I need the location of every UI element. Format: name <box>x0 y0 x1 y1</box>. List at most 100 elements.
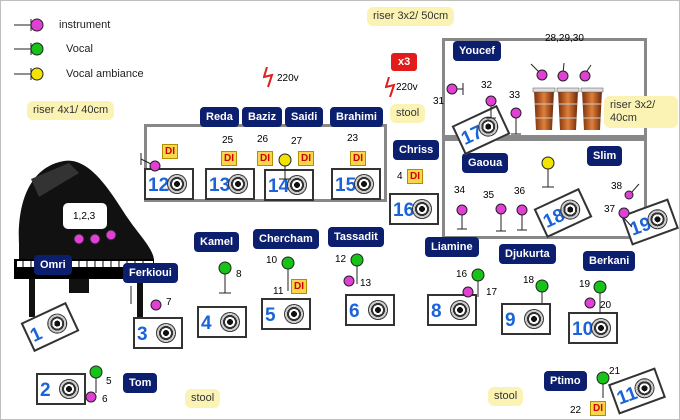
mic-number: 34 <box>454 185 466 196</box>
monitor-wedge: 3 <box>133 317 183 349</box>
musician-tom: Tom <box>123 373 158 393</box>
mic-number: 35 <box>483 190 495 201</box>
mic-number: 10 <box>266 255 278 266</box>
musician-tassadit: Tassadit <box>328 227 384 247</box>
speaker-icon <box>156 323 176 343</box>
note-stool-tom: stool <box>185 389 221 408</box>
di-box: DI <box>291 279 307 294</box>
monitor-wedge: 5 <box>261 298 311 330</box>
speaker-icon <box>284 304 304 324</box>
di-box: DI <box>298 151 314 166</box>
speaker-icon <box>412 199 432 219</box>
mic-number: 18 <box>523 275 535 286</box>
mic-number: 6 <box>102 394 108 405</box>
mic-number: 5 <box>106 376 112 387</box>
monitor-wedge: 9 <box>501 303 551 335</box>
musician-ptimo: Ptimo <box>544 371 587 391</box>
musician-saidi: Saidi <box>285 107 324 127</box>
mic-number: 22 <box>570 405 582 416</box>
monitor-wedge: 2 <box>36 373 86 405</box>
mic-number: 8 <box>236 269 242 280</box>
legend-icons <box>14 18 44 81</box>
musician-chriss: Chriss <box>393 140 440 160</box>
di-box: DI <box>257 151 273 166</box>
riser-right <box>442 138 647 239</box>
musician-youcef: Youcef <box>453 41 501 61</box>
congas-icon <box>530 86 606 139</box>
speaker-icon <box>591 318 611 338</box>
legend-ambiance: Vocal ambiance <box>66 68 144 80</box>
legend-instrument: instrument <box>59 19 111 31</box>
mic-number: 33 <box>509 90 521 101</box>
mic-number: 28,29,30 <box>545 33 584 44</box>
speaker-icon <box>228 174 248 194</box>
mic-number: 26 <box>257 134 269 145</box>
speaker-icon <box>220 312 240 332</box>
monitor-wedge: 10 <box>568 312 618 344</box>
musician-slim: Slim <box>587 146 623 166</box>
mic-number: 32 <box>481 80 493 91</box>
mic-number: 31 <box>433 96 445 107</box>
mic-number: 21 <box>609 366 621 377</box>
monitor-wedge: 14 <box>264 169 314 201</box>
monitor-wedge: 12 <box>144 168 194 200</box>
legend-vocal: Vocal <box>66 43 93 55</box>
monitor-wedge: 6 <box>345 294 395 326</box>
note-riser-left: riser 4x1/ 40cm <box>27 101 115 120</box>
musician-gaoua: Gaoua <box>462 153 509 173</box>
monitor-wedge: 13 <box>205 168 255 200</box>
mic-number: 19 <box>579 279 591 290</box>
mic-number: 4 <box>397 171 403 182</box>
note-riser-right: riser 3x2/ 40cm <box>604 96 678 128</box>
mic-number: 25 <box>222 135 234 146</box>
musician-ferkioui: Ferkioui <box>123 263 178 283</box>
mic-number: 16 <box>456 269 468 280</box>
note-riser-top: riser 3x2/ 50cm <box>367 7 455 26</box>
power-label-b: 220v <box>396 82 418 93</box>
mic-number: 37 <box>604 204 616 215</box>
monitor-wedge: 8 <box>427 294 477 326</box>
mic-number: 17 <box>486 287 498 298</box>
mic-number: 38 <box>611 181 623 192</box>
mic-number: 36 <box>514 186 526 197</box>
musician-reda: Reda <box>200 107 239 127</box>
speaker-icon <box>287 175 307 195</box>
riser-top <box>442 38 647 138</box>
di-box: DI <box>407 169 423 184</box>
mic-number: 1,2,3 <box>73 211 96 222</box>
speaker-icon <box>59 379 79 399</box>
musician-brahimi: Brahimi <box>330 107 383 127</box>
musician-chercham: Chercham <box>253 229 319 249</box>
mic-number: 12 <box>335 254 347 265</box>
musician-baziz: Baziz <box>242 107 283 127</box>
di-box: DI <box>590 401 606 416</box>
note-stool-top: stool <box>390 104 426 123</box>
power-bolt-icon <box>384 76 399 104</box>
power-label-a: 220v <box>277 73 299 84</box>
x3-badge: x3 <box>391 53 418 71</box>
mic-number: 23 <box>347 133 359 144</box>
musician-kamel: Kamel <box>194 232 240 252</box>
musician-djukurta: Djukurta <box>499 244 556 264</box>
mic-number: 27 <box>291 136 303 147</box>
mic-number: 7 <box>166 297 172 308</box>
mic-number: 20 <box>600 300 612 311</box>
speaker-icon <box>368 300 388 320</box>
speaker-icon <box>524 309 544 329</box>
monitor-wedge: 16 <box>389 193 439 225</box>
musician-omri: Omri <box>34 255 72 275</box>
legend <box>9 15 49 95</box>
power-bolt-icon <box>262 66 277 94</box>
speaker-icon <box>354 174 374 194</box>
di-box: DI <box>162 144 178 159</box>
musician-liamine: Liamine <box>425 237 479 257</box>
note-stool-ptimo: stool <box>488 387 524 406</box>
monitor-wedge: 15 <box>331 168 381 200</box>
di-box: DI <box>350 151 366 166</box>
musician-berkani: Berkani <box>583 251 636 271</box>
mic-number: 13 <box>360 278 372 289</box>
monitor-wedge: 4 <box>197 306 247 338</box>
speaker-icon <box>167 174 187 194</box>
